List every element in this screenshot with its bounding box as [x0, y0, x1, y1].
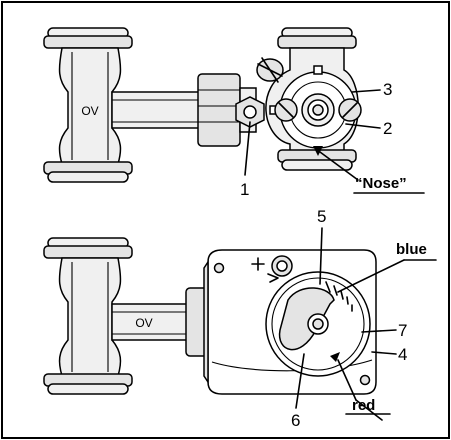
actuator-dial [265, 271, 371, 377]
nose-marker [313, 146, 323, 156]
top-left-pipe-body [43, 27, 133, 183]
label-red: red [352, 397, 375, 414]
bottom-leader-lines [295, 227, 437, 421]
label-4: 4 [398, 345, 407, 364]
bottom-pipe-label: OV [135, 316, 152, 330]
label-6: 6 [291, 411, 300, 430]
top-hex-nut [235, 96, 265, 128]
bottom-left-pipe-body [43, 237, 133, 395]
top-head-screw-left [274, 98, 298, 122]
top-head-screw-right [338, 98, 362, 122]
label-3: 3 [383, 80, 392, 99]
top-leader-lines [244, 89, 425, 194]
label-nose: “Nose” [355, 175, 407, 192]
label-blue: blue [396, 241, 427, 258]
housing-screw-top-left [213, 262, 225, 274]
label-1: 1 [240, 180, 249, 199]
top-horizontal-pipe [111, 91, 209, 129]
label-5: 5 [317, 207, 326, 226]
top-valve-assembly: OV 1 2 3 “Nose” [43, 27, 425, 199]
housing-screw-bottom-right [359, 374, 371, 386]
label-7: 7 [398, 321, 407, 340]
actuator-top-knob [251, 255, 293, 283]
bottom-valve-assembly: OV 5 blue 7 4 red 6 [43, 207, 437, 430]
top-pipe-label: OV [81, 104, 98, 118]
top-spindle-cap [256, 57, 284, 83]
label-2: 2 [383, 119, 392, 138]
bottom-horizontal-pipe [111, 287, 209, 357]
